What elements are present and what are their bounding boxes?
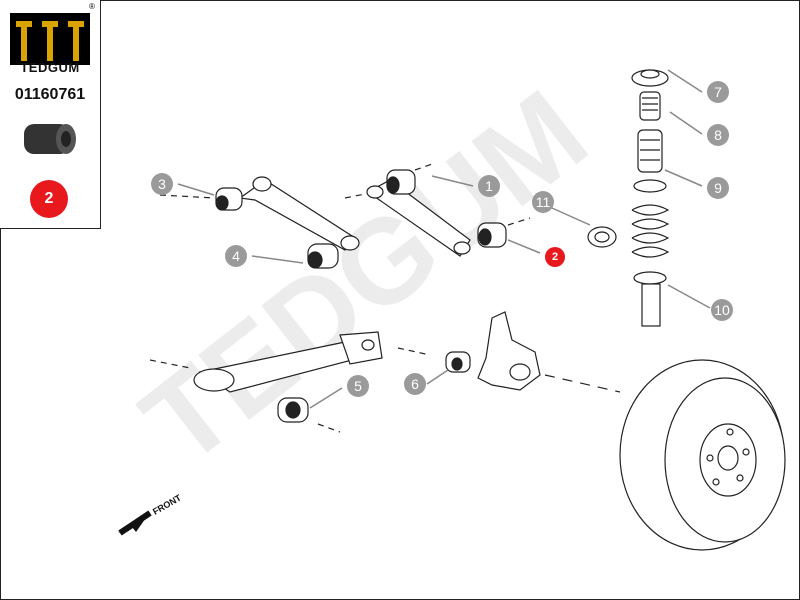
- callout-8: 8: [707, 124, 729, 146]
- callout-11: 11: [532, 191, 554, 213]
- position-badge: 2: [30, 180, 68, 218]
- bushing-product-image: [24, 124, 76, 154]
- svg-text:3: 3: [158, 176, 166, 192]
- callout-4: 4: [225, 245, 247, 267]
- wheel: [619, 359, 786, 551]
- bushing-2: [477, 222, 507, 248]
- bushing-6: [445, 351, 471, 373]
- svg-text:6: 6: [411, 376, 419, 392]
- upper-control-arm-left: [159, 176, 360, 251]
- bushing-4: [307, 243, 339, 269]
- svg-text:11: 11: [536, 194, 551, 210]
- svg-text:10: 10: [714, 302, 730, 318]
- callout-1: 1: [478, 175, 500, 197]
- bushing-1: [386, 169, 416, 195]
- bushing-3: [215, 187, 243, 211]
- svg-text:5: 5: [354, 378, 362, 394]
- steering-knuckle: [477, 311, 621, 393]
- part-number: 01160761: [14, 86, 86, 103]
- callout-5: 5: [347, 375, 369, 397]
- registered-mark: ®: [89, 2, 95, 11]
- callout-3: 3: [151, 173, 173, 195]
- tedgum-logo: [10, 13, 90, 65]
- watermark-text: TEDGUM: [119, 65, 611, 491]
- bushing-5: [277, 397, 341, 433]
- svg-text:8: 8: [714, 127, 722, 143]
- callout-7: 7: [707, 81, 729, 103]
- brand-name: TEDGUM: [20, 60, 80, 75]
- part-info-panel: ® TEDGUM 01160761 2: [0, 0, 101, 229]
- trailing-arm: [149, 331, 431, 393]
- svg-text:1: 1: [485, 178, 493, 194]
- svg-text:4: 4: [232, 248, 240, 264]
- callout-6: 6: [404, 373, 426, 395]
- strut-assembly: [587, 69, 670, 327]
- callout-2: 2: [545, 247, 565, 267]
- svg-text:9: 9: [714, 180, 722, 196]
- svg-text:7: 7: [714, 84, 722, 100]
- callout-10: 10: [711, 299, 733, 321]
- front-label: FRONT: [151, 492, 183, 516]
- callout-9: 9: [707, 177, 729, 199]
- upper-control-arm-right: [344, 162, 531, 257]
- front-arrow: FRONT: [118, 492, 183, 536]
- svg-text:2: 2: [552, 251, 558, 263]
